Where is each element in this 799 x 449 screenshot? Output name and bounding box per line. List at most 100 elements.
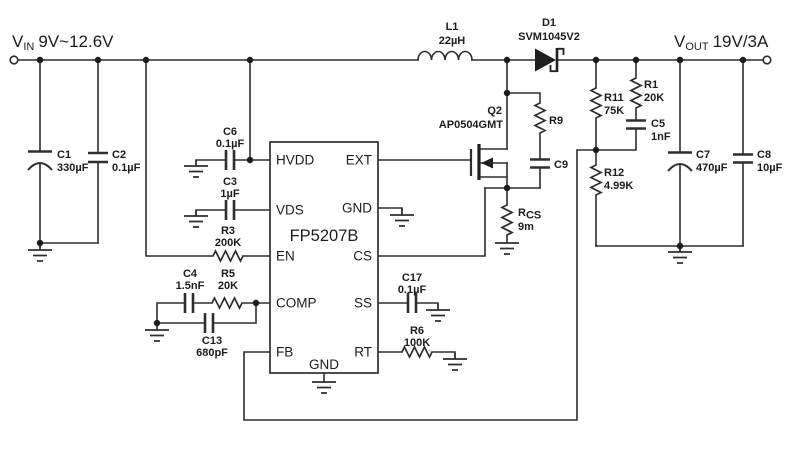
capacitor-C17-icon <box>406 293 418 313</box>
D1-ref: D1 <box>542 17 556 29</box>
ic-part-number: FP5207B <box>290 227 359 245</box>
junction-dot <box>246 156 254 164</box>
resistor-R9-icon <box>533 102 547 134</box>
junction-dot <box>739 56 747 64</box>
R5-ref: R5 <box>221 268 235 280</box>
ground-rcs-icon <box>495 242 519 255</box>
junction-dot <box>142 56 150 64</box>
c1-plate-curved <box>27 162 53 171</box>
capacitor-C3-icon <box>224 200 236 220</box>
ic-pin-gnd-bottom: GND <box>309 357 339 372</box>
C1-value: 330µF <box>57 162 89 174</box>
rt-branch-wire <box>377 351 456 354</box>
junction-dot <box>94 56 102 64</box>
ic-pin-rt: RT <box>354 345 372 360</box>
ic-pin-fb: FB <box>276 345 293 360</box>
snubber-wire <box>506 92 541 189</box>
C13-ref: C13 <box>202 335 222 347</box>
C8-ref: C8 <box>757 149 771 161</box>
R6-ref: R6 <box>410 325 424 337</box>
ic-gnd-pin-wire <box>377 207 403 210</box>
C17-value: 0.1µF <box>398 284 427 296</box>
junction-dot <box>503 184 511 192</box>
resistor-R1-icon <box>629 77 643 109</box>
component-symbols <box>27 47 753 359</box>
diode-D1-schottky-flags <box>549 47 565 73</box>
C2-ref: C2 <box>112 149 126 161</box>
junction-dot <box>592 56 600 64</box>
ic-pin-gnd-right: GND <box>342 201 372 216</box>
resistor-R5-icon <box>211 296 243 310</box>
ground-ic-icon <box>312 381 336 394</box>
vout-terminal <box>762 55 772 65</box>
Q2-ref: Q2 <box>487 105 502 117</box>
junction-dot <box>153 319 161 327</box>
R1-value: 20K <box>644 92 664 104</box>
junction-dot <box>632 56 640 64</box>
C13-value: 680pF <box>196 347 228 359</box>
R11-ref: R11 <box>604 92 624 104</box>
ground-comp-icon <box>145 329 169 342</box>
ic-pin-en: EN <box>276 249 295 264</box>
ic-pin-ext: EXT <box>346 153 372 168</box>
capacitor-C7-icon <box>667 151 693 172</box>
R6-value: 100K <box>404 337 430 349</box>
resistor-R6-icon <box>401 345 433 359</box>
C9-ref: C9 <box>554 159 568 171</box>
capacitor-C5-icon <box>626 119 646 130</box>
junction-dot <box>246 56 254 64</box>
ic-pin-cs: CS <box>353 249 372 264</box>
D1-value: SVM1045V2 <box>518 31 580 43</box>
junction-dot <box>676 242 684 250</box>
Q2-value: AP0504GMT <box>439 119 503 131</box>
ss-branch-wire <box>377 302 439 305</box>
R9-ref: R9 <box>549 115 563 127</box>
junction-dot <box>503 56 511 64</box>
R5-value: 20K <box>218 280 238 292</box>
inductor-L1-icon <box>417 50 473 61</box>
r1-c5-leads <box>595 59 637 151</box>
ground-input-icon <box>28 243 52 262</box>
C2-value: 0.1µF <box>112 162 141 174</box>
C5-ref: C5 <box>651 118 665 130</box>
ic-FP5207B: FP5207B HVDD VDS EN COMP FB EXT GND CS S… <box>269 141 379 374</box>
junction-dot <box>503 89 511 97</box>
mosfet-arrow <box>481 157 493 169</box>
ic-pin-vds: VDS <box>276 203 304 218</box>
R12-ref: R12 <box>604 167 624 179</box>
ground-c6-icon <box>184 160 208 178</box>
C6-ref: C6 <box>223 126 237 138</box>
resistor-RCS-icon <box>500 204 514 236</box>
ground-c17-icon <box>426 304 450 322</box>
ic-pin-comp: COMP <box>276 296 317 311</box>
resistor-R12-icon <box>589 164 603 196</box>
ground-c3-icon <box>184 210 208 228</box>
C1-ref: C1 <box>57 149 71 161</box>
junction-dot <box>592 146 600 154</box>
R11-value: 75K <box>604 105 624 117</box>
c7-plate-curved <box>667 163 693 172</box>
C7-value: 470µF <box>696 162 728 174</box>
capacitor-C8-icon <box>733 153 753 164</box>
L1-value: 22µH <box>439 35 466 47</box>
ic-body <box>269 141 379 374</box>
C3-ref: C3 <box>223 176 237 188</box>
C6-value: 0.1µF <box>216 138 245 150</box>
RCS-ref: RCS <box>518 207 541 222</box>
capacitor-C4-icon <box>183 293 195 313</box>
ground-r6-icon <box>443 353 467 371</box>
C4-ref: C4 <box>183 268 198 280</box>
capacitor-C1-icon <box>27 150 53 171</box>
resistor-R11-icon <box>589 87 603 119</box>
wires <box>17 59 764 421</box>
C17-ref: C17 <box>402 272 422 284</box>
R3-ref: R3 <box>221 225 235 237</box>
diode-D1-icon <box>535 48 556 72</box>
junction-dot <box>676 56 684 64</box>
junction-dots <box>36 56 747 327</box>
